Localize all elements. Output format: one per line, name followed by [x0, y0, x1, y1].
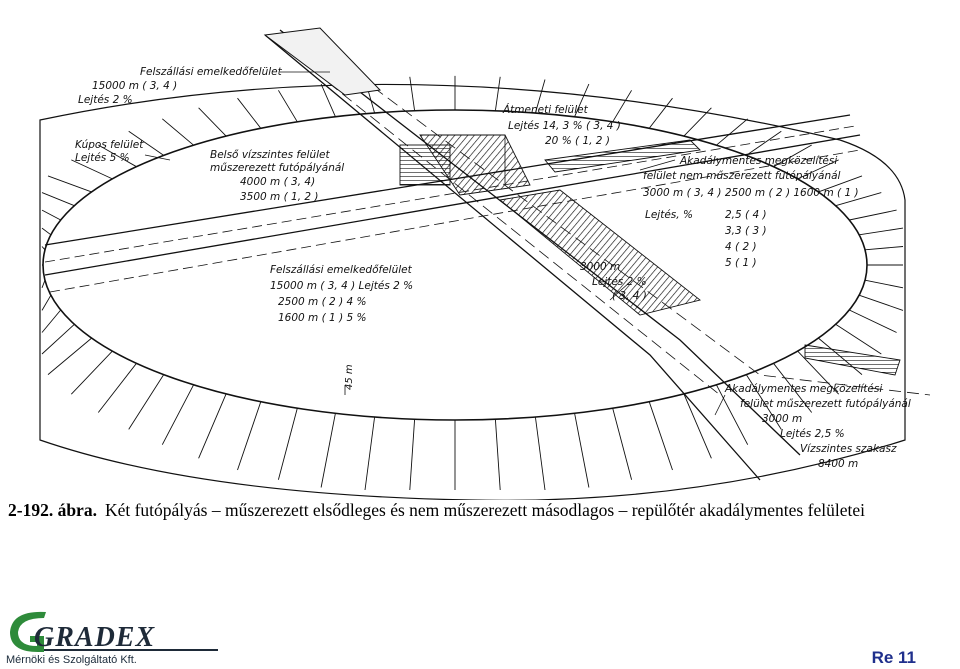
figure-title: Két futópályás – műszerezett elsődleges …	[104, 500, 865, 520]
logo-subtitle: Mérnöki és Szolgáltató Kft.	[6, 654, 137, 666]
primary-runway	[263, 27, 931, 481]
inner-horizontal-ellipse	[42, 109, 868, 421]
figure-caption: 2-192. ábra. Két futópályás – műszerezett…	[8, 500, 958, 526]
logo-wordmark: GRADEX	[34, 622, 155, 653]
label-height-45m: 45 m	[344, 364, 355, 390]
leader-lines	[144, 71, 726, 416]
page-reference: Re 11	[871, 648, 916, 667]
conical-surface	[39, 75, 906, 500]
logo-g-mark	[10, 611, 46, 652]
gradex-logo: GRADEX	[10, 611, 218, 653]
label-slope-list: Lejtés, %2,5 ( 4 )3,3 ( 3 )4 ( 2 )5 ( 1 …	[645, 209, 767, 269]
secondary-runway-band	[44, 114, 861, 293]
transitional-hatching	[399, 134, 901, 376]
figure-number: 2-192. ábra.	[8, 500, 97, 520]
